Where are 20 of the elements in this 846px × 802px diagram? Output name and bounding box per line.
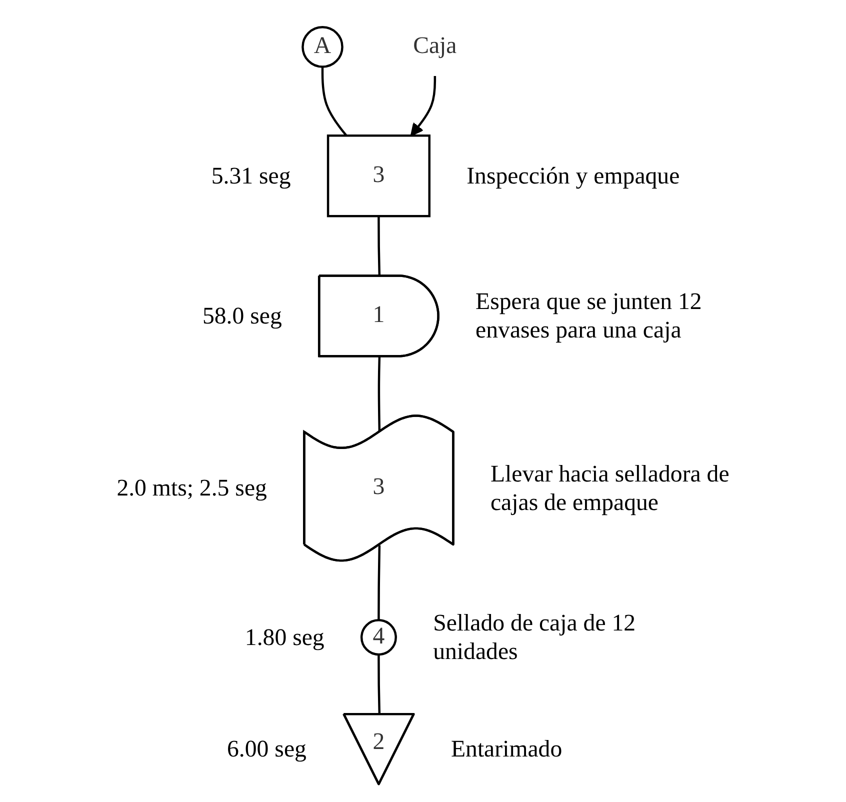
node-circle: A <box>302 26 344 68</box>
arrow <box>410 76 436 136</box>
time-label: 2.0 mts; 2.5 seg <box>116 476 267 502</box>
connector <box>378 216 381 276</box>
time-label: 5.31 seg <box>211 163 291 190</box>
connector <box>378 654 381 715</box>
time-label: 1.80 seg <box>244 624 324 651</box>
step-description: Llevar hacia selladora de cajas de empaque <box>490 461 730 516</box>
step-description: Inspección y empaque <box>466 163 680 190</box>
connector <box>378 356 381 433</box>
connector <box>321 66 348 136</box>
step-description: Entarimado <box>450 736 562 763</box>
step-description: Sellado de caja de 12 unidades <box>433 610 636 665</box>
node-box: 3 <box>326 134 430 218</box>
time-label: 58.0 seg <box>202 303 282 330</box>
step-description: Espera que se junten 12 envases para una caja <box>476 289 702 344</box>
node-circle: 4 <box>360 619 397 656</box>
node-text: Caja <box>413 34 457 59</box>
connector <box>378 545 381 620</box>
time-label: 6.00 seg <box>227 736 306 763</box>
